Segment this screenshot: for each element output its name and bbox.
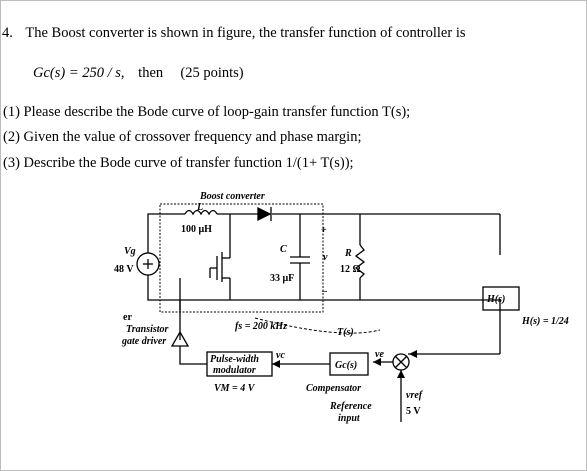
ref-label-1: Reference [329,401,372,412]
minus-sign: – [321,286,328,297]
controller-transfer-function: Gc(s) = 250 / s [33,65,121,81]
h-block-label: H(s) [486,294,505,305]
inductor-coil [184,209,218,216]
vref-label: vref [406,390,424,401]
diode-symbol [257,206,272,222]
subquestion-3: (3) Describe the Bode curve of transfer … [3,155,354,171]
inductor-symbol: L [196,202,203,213]
cap-value: 33 μF [270,273,294,284]
vm-label: VM = 4 V [214,383,256,394]
vc-label: vc [276,350,285,361]
top-wire [147,213,185,249]
driver-label-2: gate driver [121,336,166,347]
cap-symbol: C [280,244,287,255]
question-text: The Boost converter is shown in figure, … [25,25,466,41]
t-label: T(s) [337,327,354,338]
subquestion-2: (2) Given the value of crossover frequen… [3,129,362,145]
figure-title: Boost converter [199,191,265,202]
pwm-label-2: modulator [213,365,256,376]
ve-label: ve [375,349,384,360]
h-equation: H(s) = 1/24 [521,316,569,327]
question-number: 4. [2,25,13,41]
question-formula-line: Gc(s) = 250 / s, then (25 points) [33,65,244,81]
converter-dashed-box [159,203,324,313]
vref-value: 5 V [406,406,421,417]
ref-label-2: input [338,413,361,424]
resistor-zigzag [354,244,366,279]
driver-label-1: Transistor [126,324,169,335]
loop-gain-arc [254,317,381,334]
compensator-label: Compensator [306,383,361,394]
freq-label: fs = 200 kHz [235,321,287,332]
pwm-label-1: Pulse-width [210,354,259,365]
boost-converter-figure: Boost converter L 100 μH Vg 48 V C 33 μF… [114,191,569,424]
inductor-value: 100 μH [181,224,212,235]
err-fragment: er [123,312,132,323]
source-value: 48 V [114,264,134,275]
then-word: then [138,65,164,81]
source-symbol: Vg [124,246,136,257]
question-line: 4. The Boost converter is shown in figur… [2,25,466,42]
h-block [482,286,520,311]
bottom-wire [147,280,181,310]
plus-sign: + [321,225,327,236]
gc-block-label: Gc(s) [335,360,357,371]
subquestion-1: (1) Please describe the Bode curve of lo… [3,104,411,120]
driver-triangle [170,330,190,347]
points-label: (25 points) [180,65,244,81]
res-symbol: R [344,248,352,259]
res-value: 12 Ω [340,264,361,275]
v-symbol: v [323,252,328,263]
